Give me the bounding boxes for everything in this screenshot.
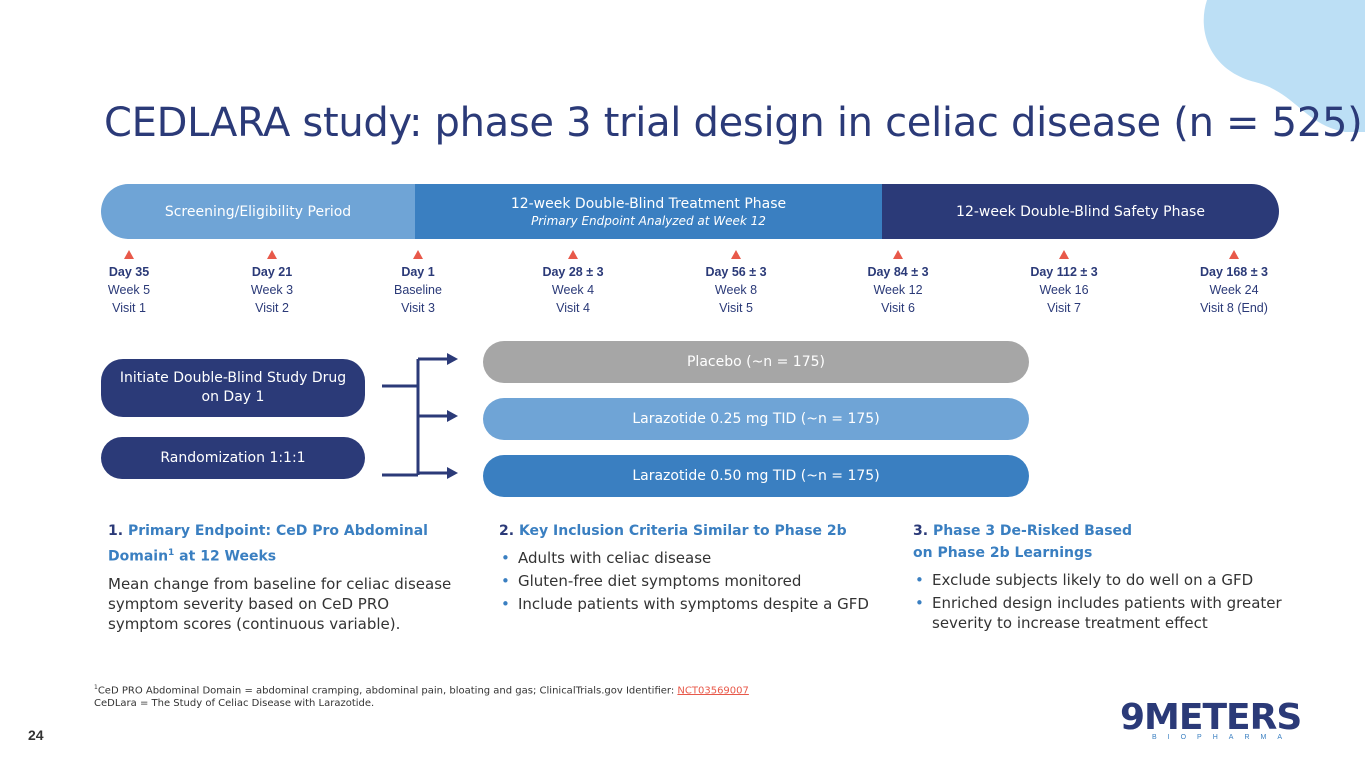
visit-marker: Day 112 ± 3 Week 16 Visit 7 bbox=[1009, 248, 1119, 317]
visit-number: Visit 3 bbox=[401, 301, 435, 315]
visit-marker: Day 168 ± 3 Week 24 Visit 8 (End) bbox=[1179, 248, 1289, 317]
triangle-marker-icon bbox=[1229, 250, 1239, 259]
triangle-marker-icon bbox=[267, 250, 277, 259]
primary-endpoint-section: 1. Primary Endpoint: CeD Pro Abdominal D… bbox=[108, 520, 458, 634]
visit-day: Day 84 ± 3 bbox=[867, 265, 929, 279]
phase-safety: 12-week Double-Blind Safety Phase bbox=[882, 184, 1279, 239]
page-number: 24 bbox=[28, 727, 44, 743]
visit-marker: Day 28 ± 3 Week 4 Visit 4 bbox=[518, 248, 628, 317]
visit-marker: Day 21 Week 3 Visit 2 bbox=[217, 248, 327, 317]
phase-title: Screening/Eligibility Period bbox=[164, 203, 352, 220]
phase-title: 12-week Double-Blind Safety Phase bbox=[956, 203, 1205, 220]
derisked-section: 3. Phase 3 De-Risked Based on Phase 2b L… bbox=[913, 520, 1283, 636]
triangle-marker-icon bbox=[893, 250, 903, 259]
phase-title: 12-week Double-Blind Treatment Phase bbox=[510, 195, 787, 212]
visit-week: Week 16 bbox=[1039, 283, 1089, 297]
list-item: •Include patients with symptoms despite … bbox=[501, 595, 869, 613]
arm-placebo: Placebo (~n = 175) bbox=[483, 341, 1029, 383]
section-body: Mean change from baseline for celiac dis… bbox=[108, 574, 452, 633]
triangle-marker-icon bbox=[413, 250, 423, 259]
visit-week: Week 24 bbox=[1209, 283, 1259, 297]
visit-day: Day 168 ± 3 bbox=[1199, 265, 1269, 279]
section-heading: 2. Key Inclusion Criteria Similar to Pha… bbox=[499, 523, 847, 539]
visit-week: Week 8 bbox=[714, 283, 758, 297]
page-title: CEDLARA study: phase 3 trial design in c… bbox=[104, 100, 1363, 146]
visit-week: Week 3 bbox=[250, 283, 294, 297]
footnote: 1CeD PRO Abdominal Domain = abdominal cr… bbox=[94, 684, 749, 710]
branch-connector bbox=[382, 353, 458, 479]
company-logo: 9METERS BIOPHARMA bbox=[1120, 697, 1302, 742]
visit-week: Baseline bbox=[394, 283, 442, 297]
corner-decoration bbox=[1203, 0, 1365, 132]
visit-number: Visit 2 bbox=[255, 301, 289, 315]
inclusion-criteria-section: 2. Key Inclusion Criteria Similar to Pha… bbox=[499, 520, 879, 617]
visit-day: Day 28 ± 3 bbox=[542, 265, 604, 279]
list-item: •Exclude subjects likely to do well on a… bbox=[915, 571, 1254, 589]
visit-number: Visit 4 bbox=[556, 301, 590, 315]
visit-day: Day 56 ± 3 bbox=[705, 265, 767, 279]
visit-day: Day 35 bbox=[108, 265, 150, 279]
section-heading: 1. Primary Endpoint: CeD Pro Abdominal D… bbox=[108, 523, 428, 565]
section-heading: 3. Phase 3 De-Risked Based on Phase 2b L… bbox=[913, 523, 1133, 561]
arm-larazotide-050: Larazotide 0.50 mg TID (~n = 175) bbox=[483, 455, 1029, 497]
visit-week: Week 5 bbox=[107, 283, 151, 297]
initiate-drug-box: Initiate Double-Blind Study Drug on Day … bbox=[101, 359, 365, 417]
triangle-marker-icon bbox=[1059, 250, 1069, 259]
visit-day: Day 1 bbox=[401, 265, 435, 279]
visit-day: Day 112 ± 3 bbox=[1030, 265, 1098, 279]
phase-subtitle: Primary Endpoint Analyzed at Week 12 bbox=[531, 213, 766, 228]
arm-larazotide-025: Larazotide 0.25 mg TID (~n = 175) bbox=[483, 398, 1029, 440]
visit-number: Visit 5 bbox=[719, 301, 753, 315]
trial-identifier-link[interactable]: NCT03569007 bbox=[677, 685, 749, 697]
visit-number: Visit 1 bbox=[112, 301, 146, 315]
visit-marker: Day 35 Week 5 Visit 1 bbox=[74, 248, 184, 317]
triangle-marker-icon bbox=[124, 250, 134, 259]
visit-marker: Day 56 ± 3 Week 8 Visit 5 bbox=[681, 248, 791, 317]
randomization-box: Randomization 1:1:1 bbox=[101, 437, 365, 479]
visit-week: Week 4 bbox=[551, 283, 595, 297]
triangle-marker-icon bbox=[568, 250, 578, 259]
visit-marker: Day 1 Baseline Visit 3 bbox=[363, 248, 473, 317]
phase-screening: Screening/Eligibility Period bbox=[101, 184, 415, 239]
visit-week: Week 12 bbox=[873, 283, 923, 297]
visit-number: Visit 8 (End) bbox=[1200, 301, 1268, 315]
visit-day: Day 21 bbox=[251, 265, 293, 279]
list-item: •Enriched design includes patients with … bbox=[915, 594, 1282, 632]
list-item: •Adults with celiac disease bbox=[501, 549, 712, 567]
phase-treatment: 12-week Double-Blind Treatment Phase Pri… bbox=[415, 184, 882, 239]
list-item: •Gluten-free diet symptoms monitored bbox=[501, 572, 802, 590]
triangle-marker-icon bbox=[731, 250, 741, 259]
visit-number: Visit 6 bbox=[881, 301, 915, 315]
visit-number: Visit 7 bbox=[1047, 301, 1081, 315]
visit-marker: Day 84 ± 3 Week 12 Visit 6 bbox=[843, 248, 953, 317]
